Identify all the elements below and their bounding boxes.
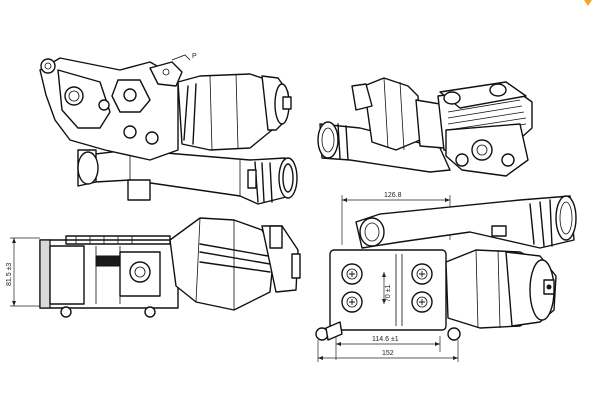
view-bottom-left: 81.5 ±3 <box>6 217 301 318</box>
dim-width-top: 126.8 <box>384 192 402 199</box>
dim-width-total: 152 <box>382 350 394 357</box>
dim-height-left: 81.5 ±3 <box>6 263 13 286</box>
view-bottom-right: 126.8 70 ±1 <box>315 192 577 362</box>
view-top-left: P <box>39 53 298 205</box>
dim-width-inner: 114.6 ±1 <box>372 336 399 343</box>
view-top-right <box>317 77 533 177</box>
callout-label: P <box>192 53 197 60</box>
corner-mark <box>584 0 592 6</box>
dim-hole-spacing: 70 ±1 <box>385 284 392 302</box>
